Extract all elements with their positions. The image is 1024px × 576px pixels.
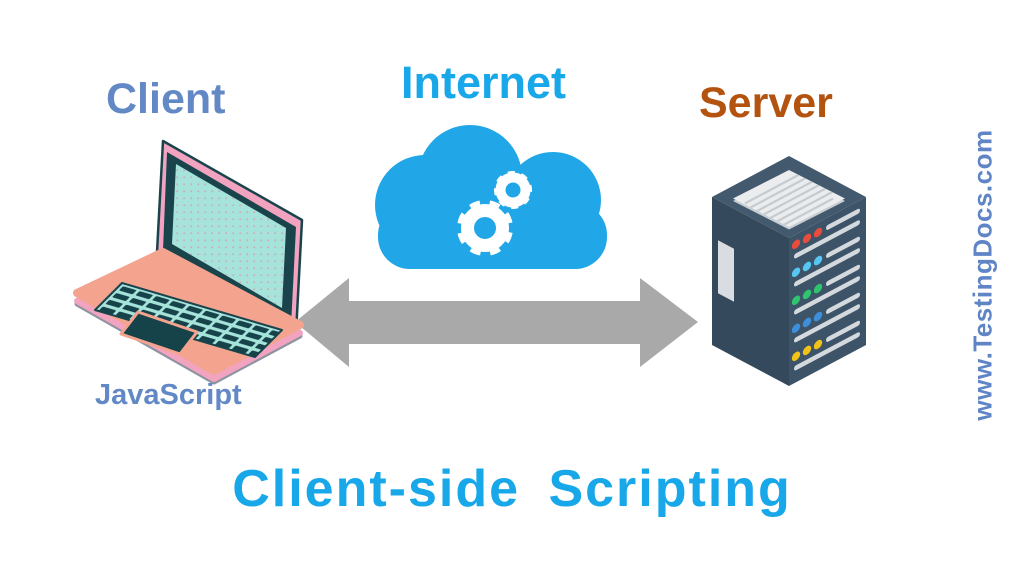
- server-front-face: [789, 197, 866, 386]
- server-led-row: [791, 283, 823, 306]
- internet-label: Internet: [401, 57, 567, 108]
- server-led-row: [791, 311, 823, 334]
- server-top-vent: [733, 170, 845, 227]
- diagram-title: Client-side Scripting: [232, 460, 792, 518]
- client-label: Client: [106, 75, 226, 123]
- server-rack-icon: [712, 156, 866, 386]
- laptop-keys: [95, 283, 282, 357]
- laptop-screen-dots: [172, 164, 286, 308]
- watermark-text: www.TestingDocs.com: [967, 129, 998, 421]
- server-side-vent: [718, 240, 734, 302]
- laptop-trackpad: [119, 310, 199, 356]
- double-arrow-icon: [295, 278, 698, 367]
- server-led-row: [791, 339, 823, 362]
- laptop-icon: [73, 139, 304, 385]
- server-left-face: [712, 197, 789, 386]
- javascript-label: JavaScript: [95, 379, 242, 411]
- cloud-icon: [375, 125, 607, 269]
- server-led-row: [791, 255, 823, 278]
- gears-icon: [457, 171, 532, 256]
- server-label: Server: [699, 79, 833, 127]
- server-led-row: [791, 227, 823, 250]
